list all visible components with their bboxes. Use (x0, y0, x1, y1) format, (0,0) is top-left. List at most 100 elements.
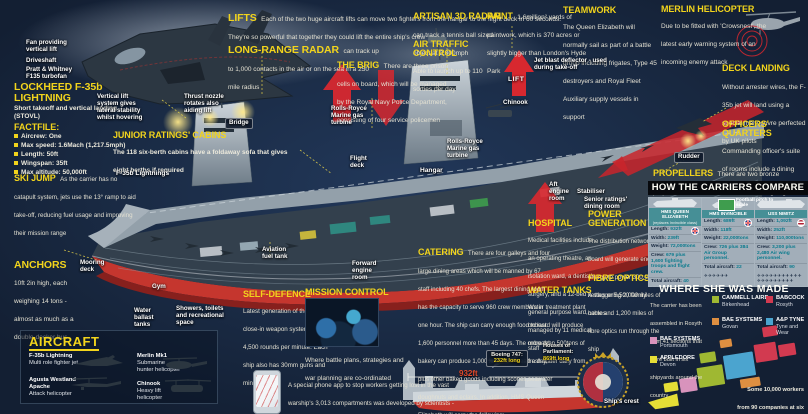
sonar-rings-icon (736, 25, 768, 57)
callout-teamwork: TEAMWORK The Queen Elizabeth will normal… (563, 5, 657, 122)
label-aft-engine-room: Aft engine room (549, 181, 569, 202)
label-f35-lightnings: F-35b Lightnings (116, 170, 170, 177)
callout-the-brig: THE BRIG There are three prison cells on… (337, 60, 448, 124)
label-mooring-deck: Mooring deck (80, 259, 105, 273)
callout-catering: CATERING There are four galleys and four… (418, 247, 551, 414)
legend-swatch (712, 296, 719, 303)
callout-ski-jump: SKI JUMP As the carrier has no catapult … (14, 173, 136, 237)
legend-swatch (650, 337, 657, 344)
union-flag-icon (691, 227, 699, 236)
label-boeing-747: Boeing 747: 232ft long (486, 350, 528, 367)
label-rudder: Rudder (674, 152, 704, 163)
label-gas-turbine-forward: Rolls-Royce Marine gas turbine (331, 105, 367, 126)
label-gas-turbine-aft: Rolls-Royce Marine gas turbine (447, 138, 483, 159)
callout-junior-ratings-cabins: JUNIOR RATINGS' CABINS The 118 six-berth… (113, 130, 288, 175)
callout-power-generation: POWER GENERATION The distribution networ… (588, 209, 661, 317)
plane-icons: ✈✈✈✈✈✈✈✈✈✈✈✈✈✈✈✈✈✈✈✈ (757, 272, 802, 283)
chinook-silhouette-icon (164, 379, 212, 392)
compare-column-invincible: HMS INVINCIBLE Length: 689ft Width: 118f… (702, 198, 754, 286)
phone-icon (253, 370, 281, 414)
carrier-silhouette-icon (649, 198, 701, 208)
where-made-note: Some 10,000 workers from 90 companies at… (737, 387, 804, 411)
label-hangar: Hangar (420, 167, 443, 174)
legend-swatch (650, 356, 657, 363)
f35-jet-illustration (81, 10, 312, 137)
label-houses-of-parliament: Houses of Parliament: 869ft long (543, 343, 574, 362)
mission-control-caption: Where battle plans, strategies and war p… (305, 357, 404, 382)
plane-icons: ✈✈✈✈✈✈ (704, 272, 729, 278)
label-lift-arrow: LIFT (508, 76, 525, 83)
merlin-silhouette-icon (162, 357, 207, 369)
football-pitch-icon (718, 199, 735, 211)
bullet-icon (14, 152, 18, 157)
bullet-icon (14, 134, 18, 139)
label-aviation-fuel: Aviation fuel tank (262, 246, 288, 260)
carrier-silhouette-icon (755, 198, 807, 210)
ship-crest-icon (577, 352, 629, 408)
carriers-compare-header: HOW THE CARRIERS COMPARE (648, 181, 808, 195)
callout-artisan-radar: ARTISAN 3D RADAR can track a tennis ball… (413, 11, 501, 57)
label-turbofan: Pratt & Whitney F135 turbofan (26, 66, 73, 80)
callout-fibre-optics: FIBRE OPTICS A staggering 2,000 miles of… (588, 273, 661, 354)
football-pitch-label: Football pitch to scale (736, 198, 774, 209)
callout-lifts: LIFTS Each of the two huge aircraft lift… (228, 12, 562, 41)
f35-silhouette-icon (75, 355, 123, 366)
legend-swatch (766, 318, 773, 325)
label-jet-blast-deflector: Jet blast deflector - used during take-o… (534, 57, 607, 71)
apache-silhouette-icon (71, 377, 121, 390)
legend-swatch (712, 318, 719, 325)
callout-merlin-helicopter: MERLIN HELICOPTER Due to be fitted with … (661, 4, 767, 67)
callout-hospital: HOSPITAL Medical facilities include an o… (528, 218, 595, 353)
callout-deck-landing: DECK LANDING Without arrester wires, the… (722, 63, 806, 145)
label-water-ballast: Water ballast tanks (134, 307, 154, 328)
shipyard-sections-illustration (648, 325, 797, 410)
callout-paint: PAINT 1.6million² yards of paintwork, wh… (487, 11, 587, 75)
illustration-credit: ILLUSTRATION BY JOHN LAWSON (22, 405, 129, 414)
legend-swatch (766, 296, 773, 303)
label-senior-ratings-dining: Senior ratings' dining room (584, 196, 628, 210)
label-gym: Gym (152, 283, 166, 290)
label-fan: Fan providing vertical lift (26, 39, 67, 53)
us-flag-icon (797, 219, 805, 228)
merlin-helicopter-icon (745, 11, 800, 35)
label-chinook: Chinook (503, 99, 528, 106)
label-flight-deck: Flight deck (350, 155, 367, 169)
label-driveshaft: Driveshaft (26, 57, 57, 64)
bullet-icon (14, 143, 18, 148)
lockheed-title: LOCKHEED F-35b (14, 81, 103, 93)
mission-control-photo (305, 298, 379, 347)
bullet-icon (14, 161, 18, 166)
label-vertical-lift: Vertical lift system gives lateral stabi… (97, 93, 143, 121)
leader-lines (63, 26, 727, 261)
label-thrust-nozzle: Thrust nozzle rotates also aiding lift (184, 93, 224, 114)
bullet-icon (14, 170, 18, 174)
compare-column-queen-elizabeth: HMS QUEEN ELIZABETH (replaces Invincible… (649, 198, 701, 291)
compare-column-nimitz: USS NIMITZ Length: 1,092ft Width: 252ft … (755, 198, 807, 286)
where-made-header: WHERE SHE WAS MADE (659, 283, 789, 295)
callout-air-traffic-control: AIR TRAFFIC CONTROL Able to launch up to… (413, 39, 483, 93)
carriers-compare-table: HMS QUEEN ELIZABETH (replaces Invincible… (648, 197, 808, 291)
factfile-heading: FACTFILE: (14, 121, 60, 132)
plane-icons: ✈✈✈✈✈✈✈✈✈✈ (651, 286, 692, 292)
callout-water-tanks: WATER TANKS Water treatment plant onboar… (528, 285, 592, 384)
phone-app-note: A special phone app to stop workers gett… (288, 382, 454, 407)
label-stabiliser: Stabiliser (577, 188, 605, 195)
callout-long-range-radar: LONG-RANGE RADAR can track up to 1,000 c… (228, 44, 379, 91)
ship-length-dimension: 932ft (459, 369, 478, 378)
label-bridge: Bridge (225, 118, 253, 129)
label-ships-crest: Ship's crest (604, 398, 639, 405)
label-showers: Showers, toilets and recreational space (176, 305, 224, 326)
